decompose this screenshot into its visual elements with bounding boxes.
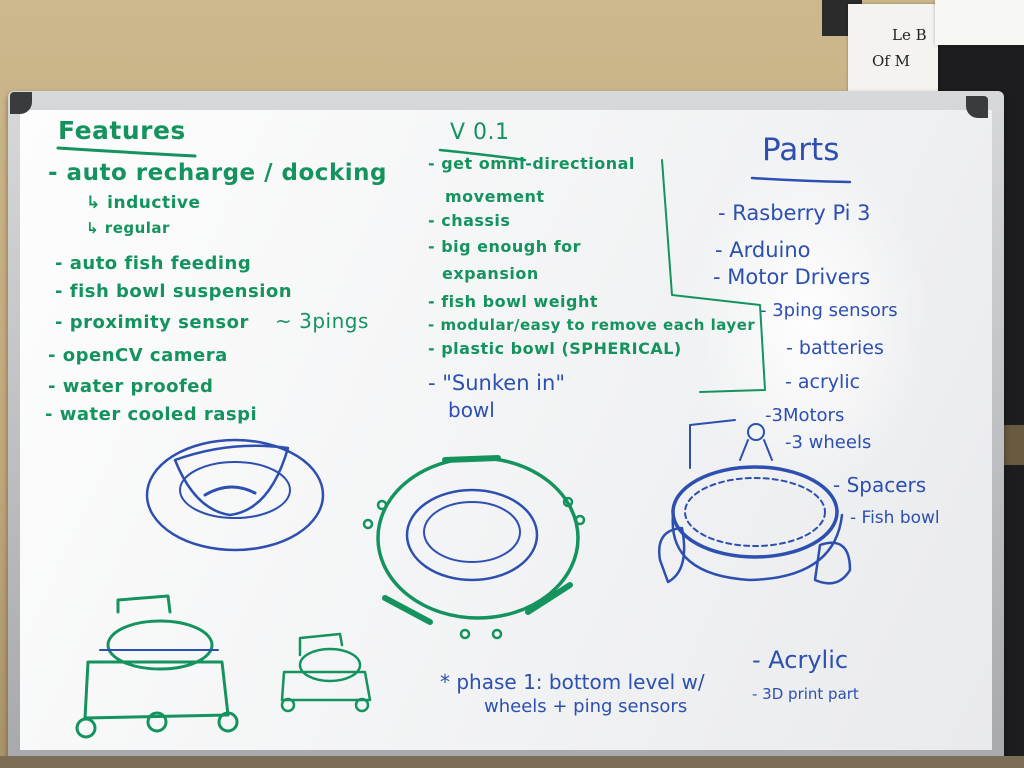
chassis-inner-ring [405, 488, 539, 582]
robot-bowl-rim [671, 465, 839, 559]
v01-item: - "Sunken in" [428, 371, 565, 395]
poster-text-1: Le B [892, 26, 927, 44]
robot-wheel-green [75, 717, 97, 739]
v01-item: - fish bowl weight [428, 292, 599, 311]
bowl-sketch-inner [179, 461, 291, 519]
robot-wheel-left [658, 526, 686, 584]
small-robot-bowl [298, 647, 362, 683]
sensor-dot [376, 499, 388, 511]
feature-item: - water proofed [48, 376, 214, 397]
robot-body [671, 513, 844, 582]
robot-mast-green [116, 594, 172, 614]
chair-back [0, 756, 1024, 768]
feature-item: - auto fish feeding [55, 253, 252, 274]
small-robot-base [280, 670, 372, 702]
feature-subitem: ↳ inductive [86, 193, 201, 213]
robot-bowl-inner [684, 477, 826, 547]
parts-underline [750, 176, 852, 184]
feature-item: - proximity sensor [55, 312, 249, 333]
part-item: - 3ping sensors [760, 300, 898, 321]
v01-item: - chassis [428, 211, 511, 230]
frame-corner-top-right [966, 96, 988, 118]
pings-note: ~ 3pings [275, 309, 369, 333]
sensor-dot [362, 518, 374, 530]
v01-item: - modular/easy to remove each layer [428, 316, 756, 334]
part-item: - Rasberry Pi 3 [718, 201, 871, 225]
bowl-sketch-outer [145, 438, 325, 552]
feature-item: - water cooled raspi [45, 404, 258, 425]
feature-item: - openCV camera [48, 345, 228, 366]
wheel-top [442, 455, 501, 463]
poster-text-2: Of M [872, 52, 910, 70]
v01-item: bowl [448, 398, 495, 422]
wheel-bottom-right [525, 582, 573, 615]
phase-line-1: * phase 1: bottom level w/ [440, 670, 705, 694]
features-underline [56, 146, 197, 158]
chassis-bowl-ring [423, 501, 521, 563]
part-item: - acrylic [785, 371, 861, 393]
robot-camera [747, 423, 765, 441]
part-item: - Arduino [715, 238, 811, 262]
part-item: -3 wheels [785, 432, 872, 453]
phase-material-2: - 3D print part [752, 685, 859, 703]
part-item: - Motor Drivers [713, 265, 871, 289]
bowl-sketch-cup [173, 444, 290, 517]
part-item: -3Motors [765, 405, 845, 426]
feature-item: - fish bowl suspension [55, 281, 293, 302]
sensor-dot [574, 514, 586, 526]
small-robot-wheel [280, 697, 296, 713]
bowl-sketch-water [203, 485, 257, 497]
robot-mast [689, 419, 736, 469]
robot-wheel-green [217, 711, 239, 733]
v01-item: - get omni-directional [428, 154, 635, 173]
wheel-bottom-left [382, 595, 433, 625]
features-title: Features [58, 116, 186, 145]
v01-title: V 0.1 [450, 120, 510, 145]
robot-bowl-green [106, 619, 214, 671]
v01-item: movement [445, 187, 545, 206]
robot-wheel-green [146, 711, 168, 733]
small-robot-wheel [354, 697, 370, 713]
wall-poster: Le B Of M [848, 4, 938, 100]
sensor-dot [491, 628, 503, 640]
v01-underline [438, 148, 527, 162]
wall-paper [935, 0, 1024, 45]
frame-corner-top-left [10, 92, 32, 114]
diagram-label-spacers: - Spacers [833, 473, 927, 497]
robot-camera-legs [739, 439, 773, 461]
phase-line-2: wheels + ping sensors [484, 696, 688, 717]
parts-title: Parts [762, 132, 840, 168]
bracket-line [661, 159, 766, 393]
robot-wheel-right [813, 541, 852, 585]
v01-item: - plastic bowl (SPHERICAL) [428, 339, 682, 358]
v01-item: expansion [442, 264, 539, 283]
part-item: - batteries [786, 337, 884, 359]
sensor-dot [562, 496, 574, 508]
v01-item: - big enough for [428, 237, 582, 256]
light-glare [690, 140, 930, 500]
phase-material-1: - Acrylic [752, 646, 849, 674]
feature-item: - auto recharge / docking [48, 160, 387, 186]
sensor-dot [459, 628, 471, 640]
small-robot-mast [298, 632, 344, 657]
diagram-label-fish-bowl: - Fish bowl [850, 508, 940, 528]
robot-base-green [83, 660, 230, 720]
feature-subitem: ↳ regular [86, 219, 170, 237]
